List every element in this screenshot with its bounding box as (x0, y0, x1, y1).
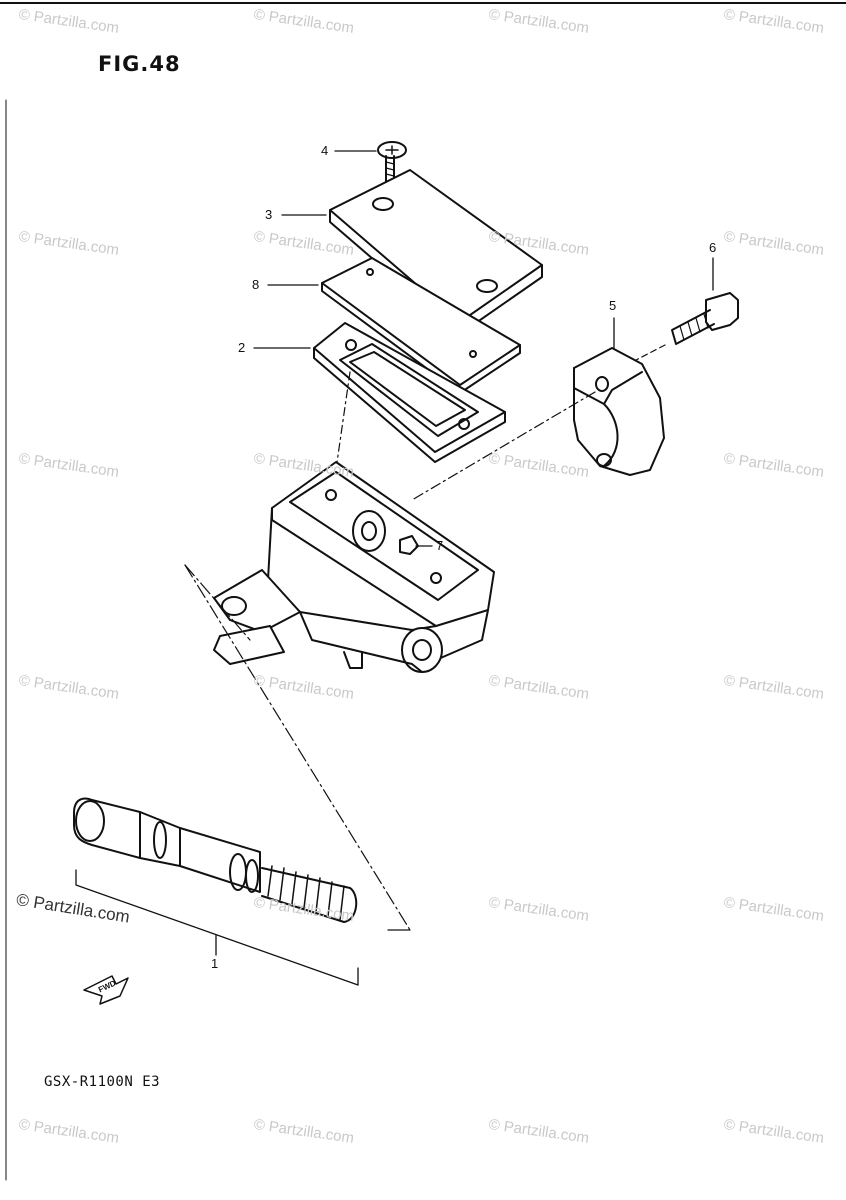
part-5-clamp (573, 347, 665, 476)
callout-5: 5 (609, 298, 617, 313)
fwd-arrow-icon (83, 975, 129, 1005)
part-6-bolt (671, 292, 739, 345)
part-8-plate (321, 257, 521, 394)
part-1-piston-assembly (73, 797, 358, 923)
callout-2: 2 (238, 340, 246, 355)
part-4-screw (377, 141, 407, 183)
figure-title: FIG.48 (98, 52, 181, 76)
part-7-nut (399, 535, 419, 555)
callout-7: 7 (436, 538, 444, 553)
callout-8: 8 (252, 277, 260, 292)
part-2-diaphragm (313, 322, 506, 463)
model-code: GSX-R1100N E3 (44, 1074, 161, 1090)
callout-3: 3 (265, 207, 273, 222)
callout-4: 4 (321, 143, 329, 158)
master-cylinder-body (213, 461, 495, 673)
callout-6: 6 (709, 240, 717, 255)
callout-1: 1 (211, 956, 219, 971)
